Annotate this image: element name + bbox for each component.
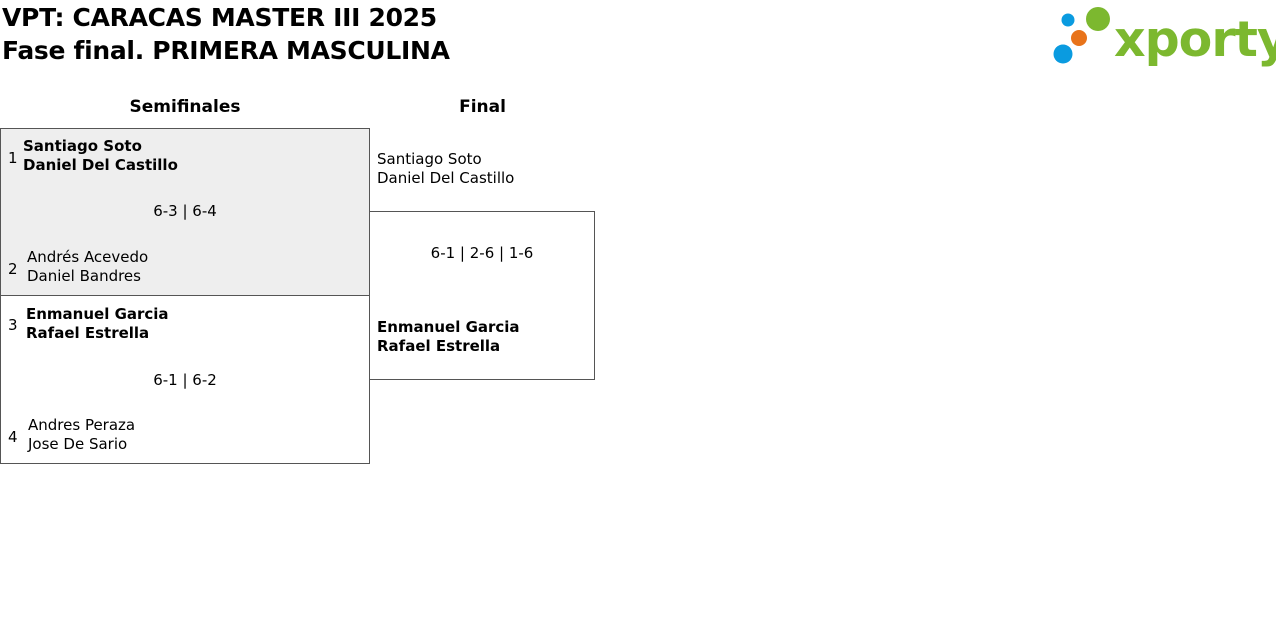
match-score: 6-3 | 6-4 <box>153 202 217 220</box>
column-header-final: Final <box>459 97 506 117</box>
player-name: Santiago Soto <box>377 150 482 168</box>
match-score: 6-1 | 6-2 <box>153 371 217 389</box>
player-name: Andrés Acevedo <box>27 248 149 266</box>
logo-dot-orange <box>1071 30 1087 46</box>
final-match: 6-1 | 2-6 | 1-6 Enmanuel Garcia Rafael E… <box>369 211 595 380</box>
player-name: Daniel Del Castillo <box>377 169 515 187</box>
player-name: Andres Peraza <box>28 416 136 434</box>
match-score: 6-1 | 2-6 | 1-6 <box>430 244 534 262</box>
team-winner: Enmanuel Garcia Rafael Estrella <box>26 305 169 343</box>
player-name: Santiago Soto <box>23 137 142 155</box>
semifinal-match-2: 3 Enmanuel Garcia Rafael Estrella 6-1 | … <box>0 295 370 464</box>
player-name: Enmanuel Garcia <box>377 318 520 336</box>
seed-number: 4 <box>8 428 18 446</box>
logo-dot-blue-large <box>1053 44 1073 64</box>
final-team-winner: Enmanuel Garcia Rafael Estrella <box>377 318 520 356</box>
player-name: Rafael Estrella <box>377 337 501 355</box>
page-title: VPT: CARACAS MASTER III 2025 <box>2 3 437 32</box>
final-team-top: Santiago Soto Daniel Del Castillo <box>377 150 514 188</box>
logo-dot-blue-small <box>1061 13 1075 27</box>
player-name: Enmanuel Garcia <box>26 305 169 323</box>
logo-text: xporty <box>1114 11 1276 68</box>
seed-number: 1 <box>8 149 18 167</box>
team-loser: Andres Peraza Jose De Sario <box>28 416 135 454</box>
seed-number: 3 <box>8 316 18 334</box>
team-winner: Santiago Soto Daniel Del Castillo <box>23 137 178 175</box>
logo-dot-green <box>1086 7 1110 31</box>
xporty-logo: xporty <box>1053 7 1276 68</box>
semifinal-match-1: 1 Santiago Soto Daniel Del Castillo 6-3 … <box>0 128 370 296</box>
player-name: Rafael Estrella <box>26 324 150 342</box>
page-subtitle: Fase final. PRIMERA MASCULINA <box>2 36 450 65</box>
seed-number: 2 <box>8 260 18 278</box>
team-loser: Andrés Acevedo Daniel Bandres <box>27 248 148 286</box>
player-name: Jose De Sario <box>28 435 128 453</box>
player-name: Daniel Bandres <box>27 267 141 285</box>
player-name: Daniel Del Castillo <box>23 156 178 174</box>
column-header-semifinales: Semifinales <box>129 97 241 117</box>
